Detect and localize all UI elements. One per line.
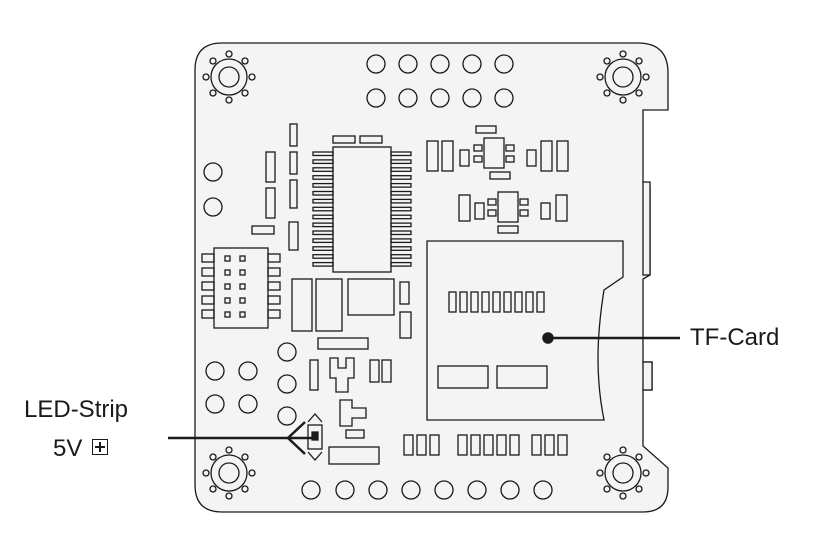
tf-card-pin — [470, 291, 479, 313]
mount-hole-tr — [596, 50, 650, 104]
ic-pin — [390, 214, 412, 220]
connector-pin — [224, 283, 231, 290]
ic-pin — [390, 151, 412, 157]
ic-pin — [390, 238, 412, 244]
ic-pin — [312, 222, 334, 228]
left-connector — [201, 247, 281, 329]
ic-pin — [312, 159, 334, 165]
bottom-pad-row — [301, 480, 553, 500]
tf-card-label: TF-Card — [690, 324, 780, 351]
ic-pin — [390, 167, 412, 172]
connector-pin — [224, 255, 231, 262]
tf-card-slot — [426, 240, 624, 421]
connector-pin — [224, 311, 231, 318]
ic-pin — [390, 246, 412, 251]
ic-pin — [390, 230, 412, 236]
ic-pin — [312, 254, 334, 259]
connector-pin — [239, 269, 246, 276]
ic-pin — [312, 206, 334, 212]
tf-card-pin — [525, 291, 534, 313]
main-ic — [312, 135, 412, 273]
connector-pin — [224, 297, 231, 304]
mount-hole-br — [596, 446, 650, 500]
ic-pin — [312, 230, 334, 236]
connector-pin — [239, 283, 246, 290]
connector-pin — [224, 269, 231, 276]
ic-pin — [312, 167, 334, 172]
led-strip-callout — [168, 421, 312, 455]
tf-card-pin — [492, 291, 501, 313]
ic-pin — [390, 159, 412, 165]
board-outline — [194, 42, 669, 513]
tf-card-pin — [459, 291, 468, 313]
bottom-components — [403, 434, 568, 456]
connector-pin — [239, 311, 246, 318]
ic-pin — [312, 182, 334, 188]
top-right-components — [426, 125, 569, 234]
lower-left-pads — [205, 342, 297, 426]
ic-pin — [312, 175, 334, 180]
tf-card-pin — [536, 291, 545, 313]
tf-card-callout — [542, 332, 680, 344]
ic-pin — [390, 190, 412, 196]
ic-pin — [390, 175, 412, 180]
mount-hole-bl — [202, 446, 256, 500]
tf-card-pin — [448, 291, 457, 313]
ic-pin — [312, 198, 334, 204]
ic-pin — [390, 206, 412, 212]
ic-pin — [312, 246, 334, 251]
ic-pin — [390, 222, 412, 228]
tf-card-pin — [481, 291, 490, 313]
mount-hole-tl — [202, 50, 256, 104]
ic-pin — [312, 151, 334, 157]
connector-pin — [239, 255, 246, 262]
square-plus-icon — [92, 439, 109, 455]
ic-pin — [312, 238, 334, 244]
left-pads — [203, 162, 223, 217]
tf-card-pin — [503, 291, 512, 313]
led-voltage-label: 5V — [53, 435, 83, 462]
led-strip-label: LED-Strip — [24, 396, 129, 423]
ic-pin — [390, 261, 412, 267]
ic-pin — [390, 198, 412, 204]
connector-pin — [239, 297, 246, 304]
ic-pin — [390, 254, 412, 259]
ic-pin — [312, 214, 334, 220]
led-voltage-row: 5V — [53, 435, 109, 462]
ic-pin — [312, 190, 334, 196]
ic-pin — [390, 182, 412, 188]
tf-card-pin — [514, 291, 523, 313]
ic-pin — [312, 261, 334, 267]
top-pad-array — [366, 54, 514, 108]
